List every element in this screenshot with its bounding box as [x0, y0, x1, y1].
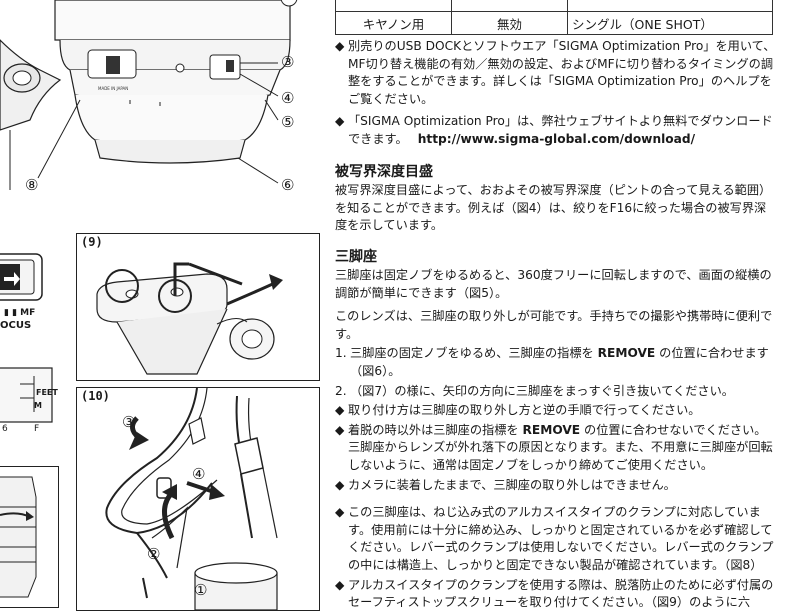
focus-switch-illustration: ▮ ▮ MF OCUS — [0, 252, 50, 332]
bullet-text: 取り付け方は三脚座の取り外し方と逆の手順で行ってください。 — [348, 403, 701, 418]
tripod-step-2: 2. （図7）の様に、矢印の方向に三脚座をまっすぐ引き抜いてください。 — [335, 383, 777, 401]
step-text: の位置に合わせます（図6）。 — [350, 346, 769, 378]
bullet-text: 着脱の時以外は三脚座の指標を — [348, 422, 523, 437]
lens-tripod-icon — [0, 476, 37, 598]
tripod-section: 三脚座 三脚座は固定ノブをゆるめると、360度フリーに回転しますので、画面の縦横… — [335, 247, 777, 612]
notes-section: ◆ 別売りのUSB DOCKとソフトウエア「SIGMA Optimization… — [335, 38, 777, 149]
callout-3: ③ — [281, 53, 295, 71]
bullet-marker: ◆ — [335, 477, 345, 492]
callout-6: ⑥ — [281, 176, 295, 194]
tripod-bullet-safety-screw: ◆ アルカスイスタイプのクランプを使用する際は、脱落防止のために必ず付属のセーフ… — [335, 577, 777, 612]
tripod-bullet-remove-warning: ◆ 着脱の時以外は三脚座の指標を REMOVE の位置に合わせないでください。三… — [335, 422, 777, 475]
tripod-rotation-text: 三脚座は固定ノブをゆるめると、360度フリーに回転しますので、画面の縦横の調節が… — [335, 268, 772, 300]
bullet-marker: ◆ — [335, 114, 345, 129]
figure-10-step-3: ③ — [122, 413, 136, 431]
step-number: 2. — [335, 383, 347, 398]
figure-10: (10) ③ ④ ② ① — [76, 387, 320, 611]
table-cell-af: シングル（ONE SHOT） — [567, 11, 773, 35]
figure-10-step-1: ① — [194, 581, 208, 599]
strap-attach-icon — [105, 388, 278, 610]
remove-keyword: REMOVE — [597, 346, 656, 361]
bullet-marker: ◆ — [335, 577, 345, 592]
feet-label: FEET — [36, 388, 58, 397]
dof-heading: 被写界深度目盛 — [335, 164, 433, 180]
step-number: 1. — [335, 346, 347, 361]
tripod-heading: 三脚座 — [335, 249, 377, 265]
six-label: 6 — [2, 424, 8, 434]
tripod-bullet-reattach: ◆ 取り付け方は三脚座の取り外し方と逆の手順で行ってください。 — [335, 402, 777, 420]
tripod-bullet-arca-swiss: ◆ この三脚座は、ねじ込み式のアルカスイスタイプのクランプに対応しています。使用… — [335, 504, 777, 574]
bullet-text: この三脚座は、ねじ込み式のアルカスイスタイプのクランプに対応しています。使用前に… — [348, 505, 774, 572]
note-download: ◆ 「SIGMA Optimization Pro」は、弊社ウェブサイトより無料… — [335, 113, 777, 148]
lens-illustration: MADE IN JAPAN — [0, 0, 298, 190]
table-row — [335, 0, 773, 12]
focus-switch-icon — [0, 253, 43, 301]
callout-5: ⑤ — [281, 113, 295, 131]
tripod-removable-text: このレンズは、三脚座の取り外しが可能です。手持ちでの撮影や携帯時に便利です。 — [335, 309, 773, 341]
callout-4: ④ — [281, 89, 295, 107]
table-cell-mount: キヤノン用 — [335, 11, 452, 35]
tripod-bullet-camera: ◆ カメラに装着したままで、三脚座の取り外しはできません。 — [335, 477, 777, 495]
dof-body: 被写界深度目盛によって、おおよその被写界深度（ピントの合って見える範囲）を知るこ… — [335, 183, 772, 233]
remove-keyword: REMOVE — [522, 422, 581, 437]
m-label: M — [34, 401, 42, 410]
note-text: 「SIGMA Optimization Pro」は、弊社ウェブサイトより無料でダ… — [348, 114, 773, 146]
step-text: （図7）の様に、矢印の方向に三脚座をまっすぐ引き抜いてください。 — [350, 383, 734, 398]
svg-text:MADE IN JAPAN: MADE IN JAPAN — [98, 86, 128, 91]
figure-9: (9) — [76, 233, 320, 381]
note-text: 別売りのUSB DOCKとソフトウエア「SIGMA Optimization P… — [348, 39, 776, 106]
download-link[interactable]: http://www.sigma-global.com/download/ — [417, 131, 696, 146]
table-row: キヤノン用 無効 シングル（ONE SHOT） — [335, 11, 773, 35]
step-text: 三脚座の固定ノブをゆるめ、三脚座の指標を — [350, 346, 598, 361]
focus-label: OCUS — [0, 320, 32, 331]
af-mode-table: キヤノン用 無効 シングル（ONE SHOT） — [335, 0, 773, 35]
tripod-rotation-illustration — [0, 466, 59, 608]
bullet-text: アルカスイスタイプのクランプを使用する際は、脱落防止のために必ず付属のセーフティ… — [348, 577, 774, 610]
bullet-marker: ◆ — [335, 39, 345, 53]
bullet-marker: ◆ — [335, 422, 345, 437]
f-label: F — [34, 424, 40, 434]
callout-8: ⑧ — [25, 176, 39, 194]
mf-label: ▮ ▮ MF — [4, 308, 36, 318]
tripod-screw-icon — [96, 262, 283, 375]
dof-section: 被写界深度目盛 被写界深度目盛によって、おおよその被写界深度（ピントの合って見え… — [335, 162, 777, 235]
figure-9-label: (9) — [81, 235, 103, 249]
figure-10-label: (10) — [81, 389, 110, 403]
note-optimization-pro: ◆ 別売りのUSB DOCKとソフトウエア「SIGMA Optimization… — [335, 38, 777, 108]
bullet-marker: ◆ — [335, 505, 345, 520]
bullet-text: カメラに装着したままで、三脚座の取り外しはできません。 — [348, 477, 676, 492]
figure-10-step-2: ② — [147, 545, 161, 563]
table-cell-mf: 無効 — [451, 11, 568, 35]
tripod-step-1: 1. 三脚座の固定ノブをゆるめ、三脚座の指標を REMOVE の位置に合わせます… — [335, 345, 777, 380]
figure-10-step-4: ④ — [192, 465, 206, 483]
bullet-marker: ◆ — [335, 403, 345, 418]
dof-scale-illustration: FEET M 6 F — [0, 366, 60, 438]
bullet-text: の位置に合わせないでください。三脚座からレンズが外れ落下の原因となります。また、… — [348, 422, 773, 472]
dof-scale-icon — [0, 367, 53, 423]
